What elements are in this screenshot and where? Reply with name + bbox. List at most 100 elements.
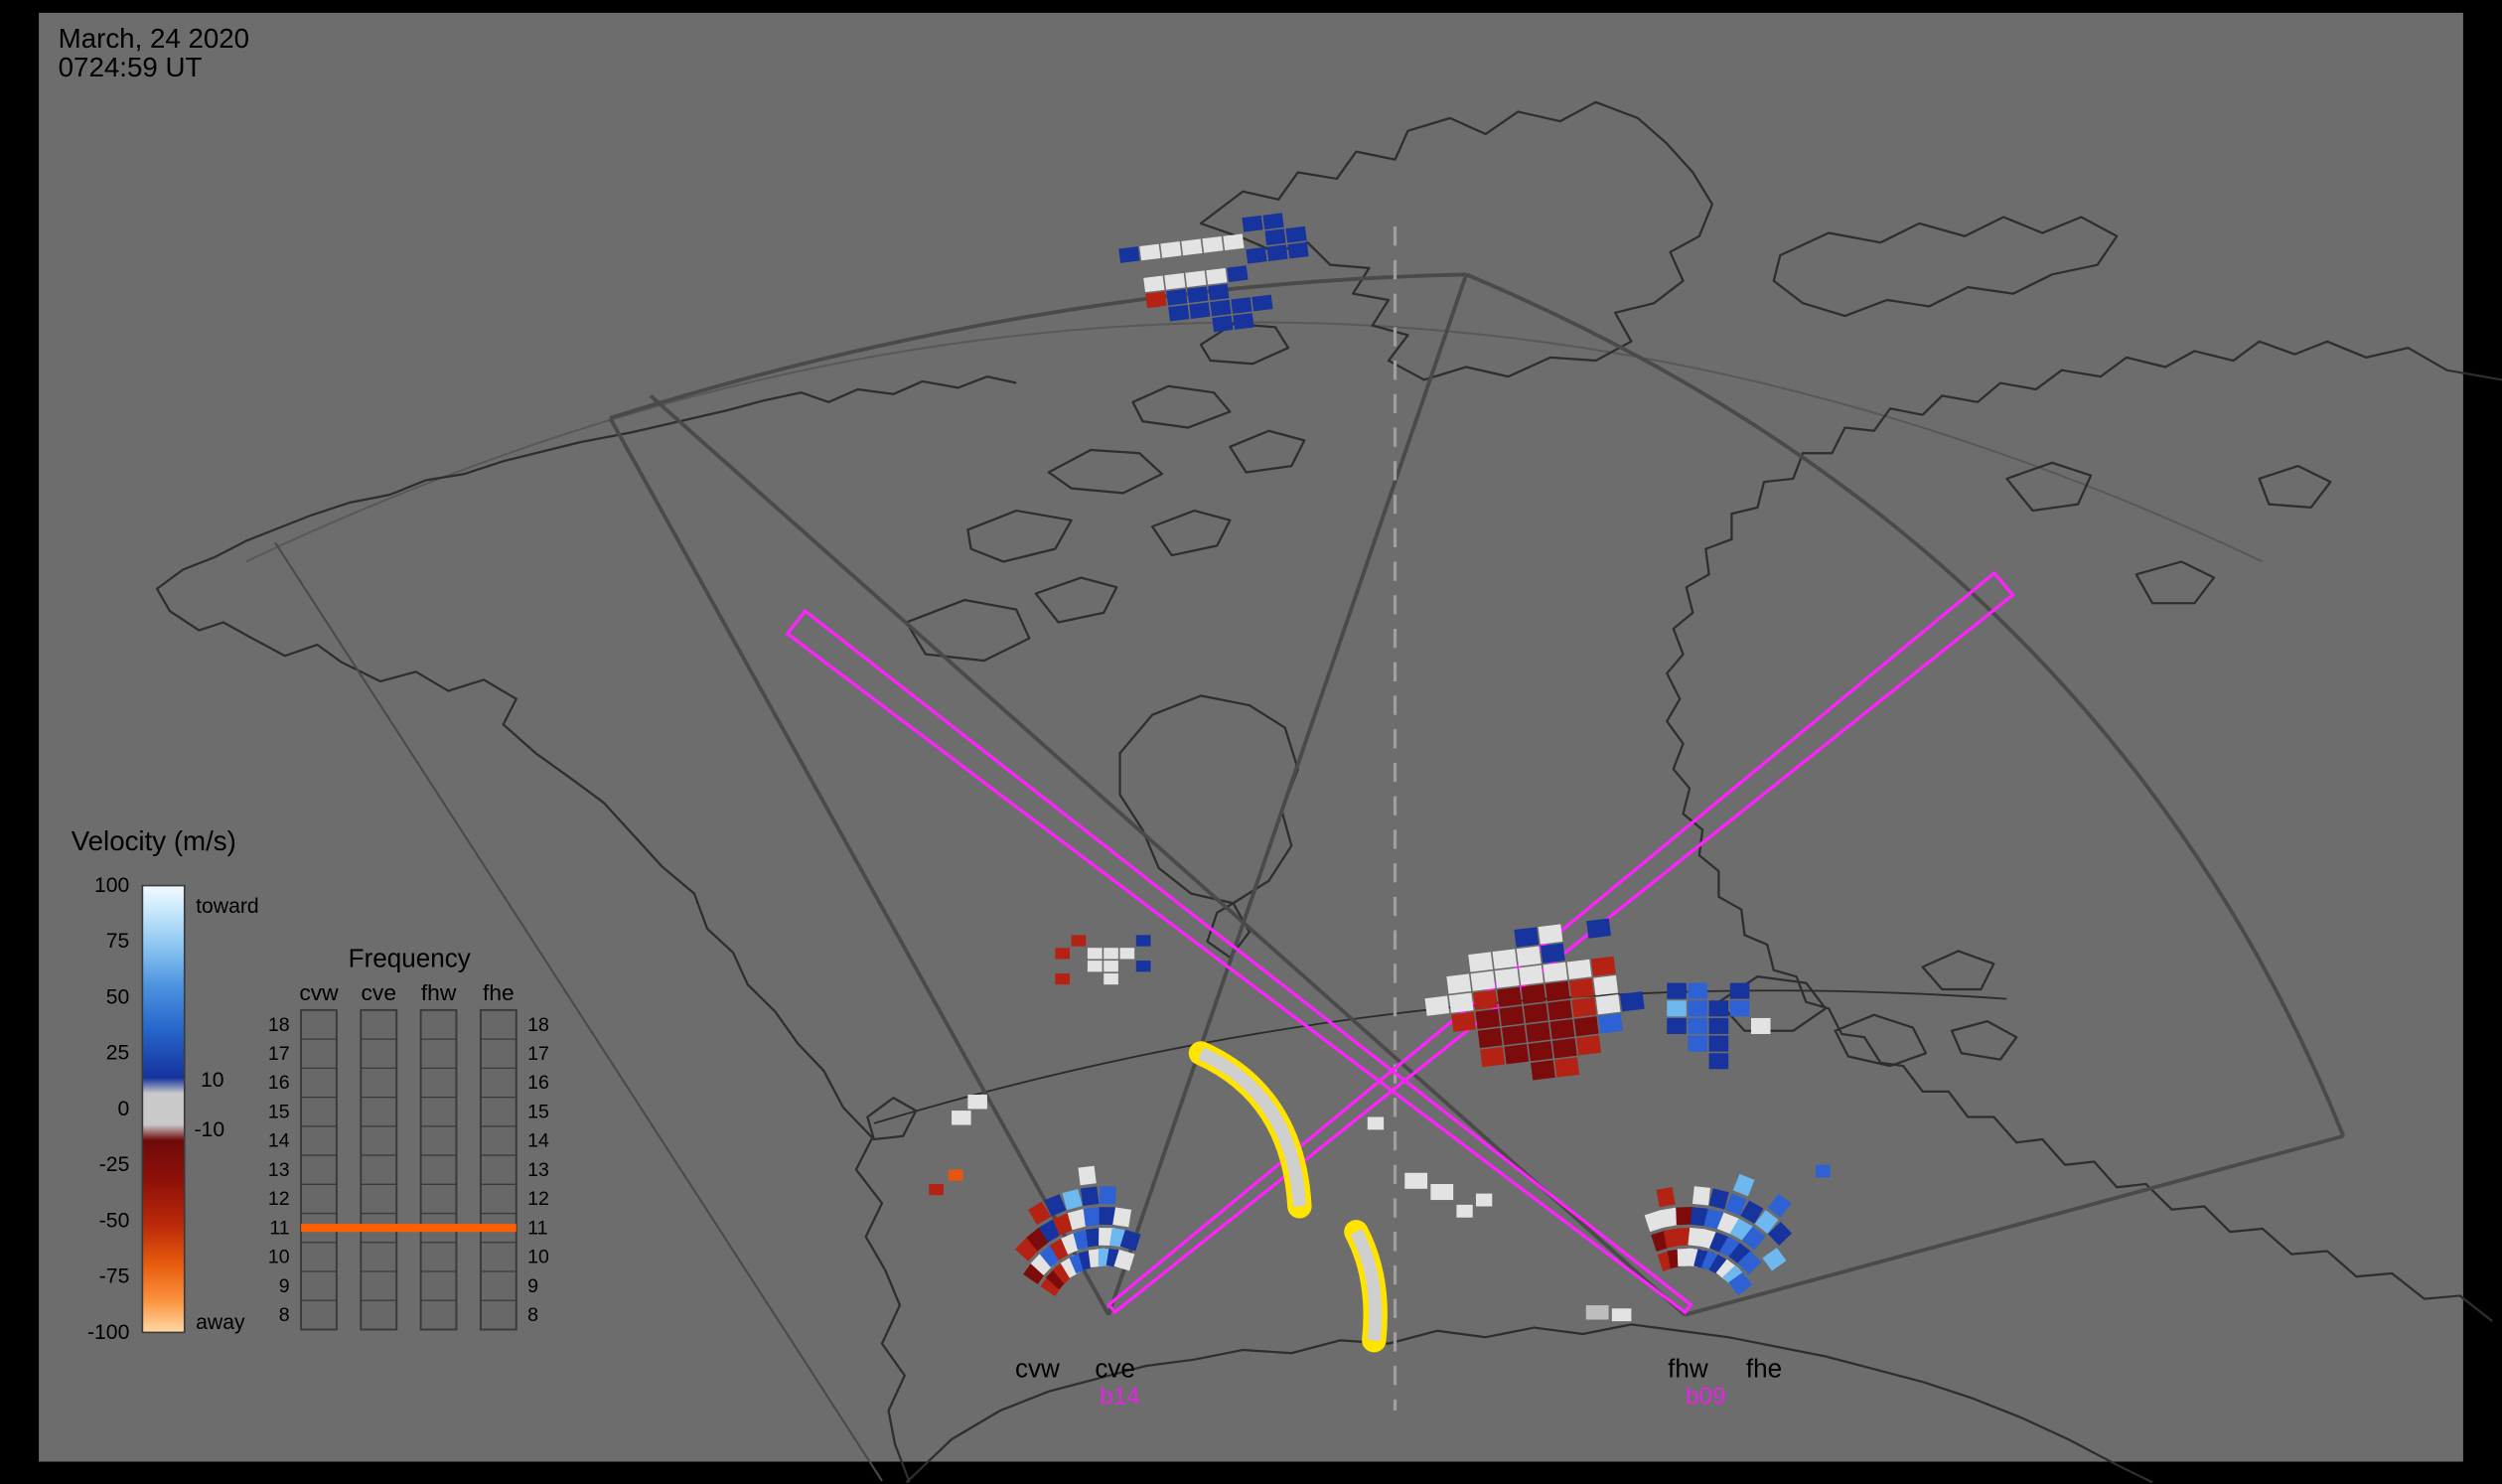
velocity-cell [1451,1011,1476,1032]
coastline-path [1199,322,1290,366]
velocity-cell [1185,270,1207,288]
frequency-row-label-left: 18 [268,1014,290,1036]
velocity-cell [1729,1000,1750,1017]
velocity-cell [1475,1193,1493,1207]
velocity-cell [1164,272,1186,290]
velocity-cell [1030,1252,1055,1276]
velocity-cell [1227,265,1249,283]
velocity-cell-cluster [1424,918,1645,1081]
velocity-cell [1135,935,1151,947]
frequency-row-label-right: 15 [527,1102,549,1123]
radar-fov-layer [274,272,2346,1482]
frequency-column [419,1008,458,1331]
velocity-cell-layer [929,213,1831,1322]
velocity-cell [1547,999,1572,1021]
velocity-cell [1424,995,1450,1016]
velocity-cell-cluster [1118,213,1309,333]
velocity-cell [1523,1002,1548,1024]
velocity-cell [1750,1017,1771,1034]
frequency-row-label-left: 9 [279,1275,290,1297]
velocity-cell [1135,961,1151,972]
colorbar-gradient [141,884,186,1334]
velocity-cell [1262,213,1284,230]
velocity-cell [967,1095,987,1110]
velocity-cell [1619,991,1645,1012]
velocity-cell [1540,943,1565,964]
velocity-cell [1692,1186,1710,1206]
velocity-cell [1118,246,1140,263]
coastline-path [1834,1013,1928,1068]
lower-threshold-label: -10 [195,1118,225,1141]
radar-fov-edge [1106,273,1469,1316]
beam-layer [785,570,2015,1315]
velocity-cell [1660,1207,1680,1228]
site-right-west-label: fhw [1668,1356,1708,1384]
colorbar-tick-label: 25 [106,1042,130,1065]
frequency-column-header: cvw [299,979,339,1005]
frequency-row-label-left: 16 [268,1072,290,1094]
velocity-cell [1081,1186,1100,1206]
velocity-cell [1502,1024,1527,1046]
velocity-cell [1212,315,1234,333]
velocity-cell [1741,1226,1766,1251]
coastline-path [1717,975,1828,1032]
velocity-cell [1210,299,1232,317]
velocity-cell [1754,1210,1779,1234]
velocity-cell [1046,1265,1071,1290]
frequency-row-label-left: 17 [268,1043,290,1065]
frequency-row-label-right: 14 [527,1130,549,1152]
velocity-cell [1475,1008,1501,1030]
away-label: away [196,1311,245,1334]
velocity-cell [1656,1187,1676,1208]
colorbar-tick-label: 75 [106,930,130,953]
velocity-cell [1231,297,1252,314]
coastline-path [1118,694,1299,905]
velocity-cell [1688,1035,1707,1052]
velocity-cell [1688,1000,1707,1017]
velocity-cell [1521,983,1546,1005]
velocity-cell [1113,1249,1135,1271]
frequency-row-label-left: 12 [268,1188,290,1210]
velocity-cell [1708,1017,1729,1034]
velocity-cell [1055,972,1071,985]
velocity-cell [1585,1305,1609,1320]
frequency-row-label-right: 12 [527,1188,549,1210]
velocity-cell [1112,1207,1132,1228]
frequency-row-label-right: 8 [527,1304,538,1326]
velocity-cell [1430,1183,1454,1201]
frequency-row-label-right: 11 [527,1218,547,1240]
velocity-cell [1728,1243,1753,1266]
frequency-row-label-right: 17 [527,1043,549,1065]
colorbar-tick-label: 50 [106,986,130,1009]
velocity-cell [1724,1193,1747,1216]
velocity-cell [1477,1027,1503,1049]
velocity-cell [1160,241,1182,258]
velocity-cell [1644,1210,1666,1233]
frequency-row-label-left: 15 [268,1102,290,1123]
velocity-cell [1456,1204,1473,1218]
velocity-cell [1040,1272,1065,1297]
velocity-cell [1287,241,1309,259]
coastline-path [1199,100,1714,381]
velocity-cell [1189,302,1211,319]
velocity-cell [1242,215,1263,232]
radar-fov-edge [1684,1133,2344,1317]
ground-scatter-arc-layer [1188,1041,1388,1353]
frequency-column-header: fhe [483,979,515,1005]
colorbar-title: Velocity (m/s) [72,825,236,856]
velocity-cell [1516,946,1542,966]
frequency-row-label-left: 14 [268,1130,290,1152]
velocity-cell [1071,935,1087,947]
velocity-cell [1206,267,1228,285]
velocity-cell [1729,982,1750,999]
velocity-cell [1223,233,1245,251]
colorbar-tick-label: 0 [118,1098,130,1120]
scatter-arc-fill [1350,1229,1383,1342]
velocity-cell [1595,994,1621,1015]
graticule-arc [245,321,2264,563]
velocity-cell [1472,989,1498,1010]
velocity-cell [1690,1207,1708,1227]
coastline-path [1034,576,1118,624]
